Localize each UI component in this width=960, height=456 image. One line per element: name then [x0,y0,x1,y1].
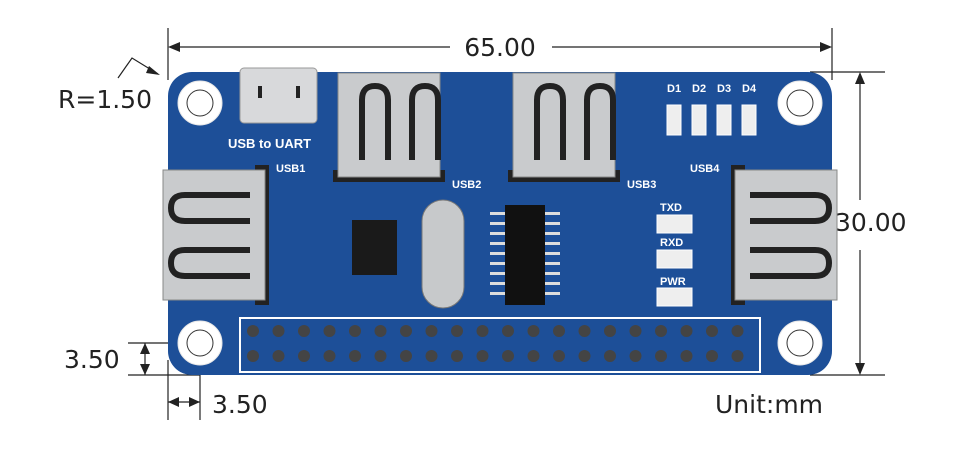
gpio-pin [298,350,310,362]
usb-hub-chip [505,205,545,305]
gpio-pin [629,350,642,362]
gpio-pin [374,325,387,337]
gpio-pin [731,325,744,337]
gpio-pin [272,325,285,337]
gpio-pin [680,325,693,337]
txd-label: TXD [660,202,682,214]
gpio-pin [323,325,336,337]
gpio-pin [400,350,412,362]
gpio-pin [578,350,591,362]
gpio-pin [425,350,438,362]
gpio-pin [578,325,591,337]
gpio-pin [604,325,616,337]
gpio-pin [374,350,387,362]
gpio-pin [272,350,285,362]
d2-label: D2 [692,83,706,95]
dimension-lines [117,28,885,420]
gpio-pin [680,350,693,362]
usb-port-usb2 [333,72,445,182]
height-dimension-label: 30.00 [835,208,907,237]
gpio-pin [349,350,361,362]
gpio-pin [502,350,514,362]
gpio-pin [655,325,667,337]
gpio-pin [298,325,310,337]
d3-label: D3 [717,83,731,95]
gpio-pin [527,350,540,362]
usb-to-uart-label: USB to UART [228,136,311,151]
hole-offset-horizontal-label: 3.50 [212,390,268,419]
d1-label: D1 [667,83,681,95]
usb-port-usb4 [731,165,838,305]
gpio-pin [502,325,514,337]
d4-label: D4 [742,83,757,95]
gpio-pin [527,325,540,337]
gpio-pin [731,350,744,362]
microcontroller-chip [352,220,397,275]
gpio-pin [553,325,565,337]
unit-label: Unit:mm [715,390,823,419]
gpio-pin [451,350,463,362]
gpio-pin [655,350,667,362]
gpio-pins [247,325,744,362]
pwr-label: PWR [660,276,686,288]
usb2-label: USB2 [452,179,481,191]
gpio-header [239,317,761,373]
mounting-holes [177,80,823,366]
gpio-pin [400,325,412,337]
gpio-pin [629,325,642,337]
gpio-pin [451,325,463,337]
corner-radius-label: R=1.50 [58,85,152,114]
crystal-oscillator [421,199,465,309]
gpio-pin [604,350,616,362]
usb3-label: USB3 [627,179,656,191]
micro-usb-port [239,67,318,124]
usb4-label: USB4 [690,163,720,175]
rxd-label: RXD [660,237,683,249]
gpio-pin [476,325,489,337]
gpio-pin [247,325,259,337]
status-leds [656,104,757,307]
gpio-pin [323,350,336,362]
usb1-label: USB1 [276,163,305,175]
gpio-pin [706,325,718,337]
gpio-pin [247,350,259,362]
usb-port-usb3 [508,72,620,182]
usb-port-usb1 [162,165,269,305]
hole-offset-vertical-label: 3.50 [64,345,120,374]
width-dimension-label: 65.00 [464,33,536,62]
gpio-pin [476,350,489,362]
gpio-pin [706,350,718,362]
gpio-pin [425,325,438,337]
gpio-pin [349,325,361,337]
gpio-pin [553,350,565,362]
